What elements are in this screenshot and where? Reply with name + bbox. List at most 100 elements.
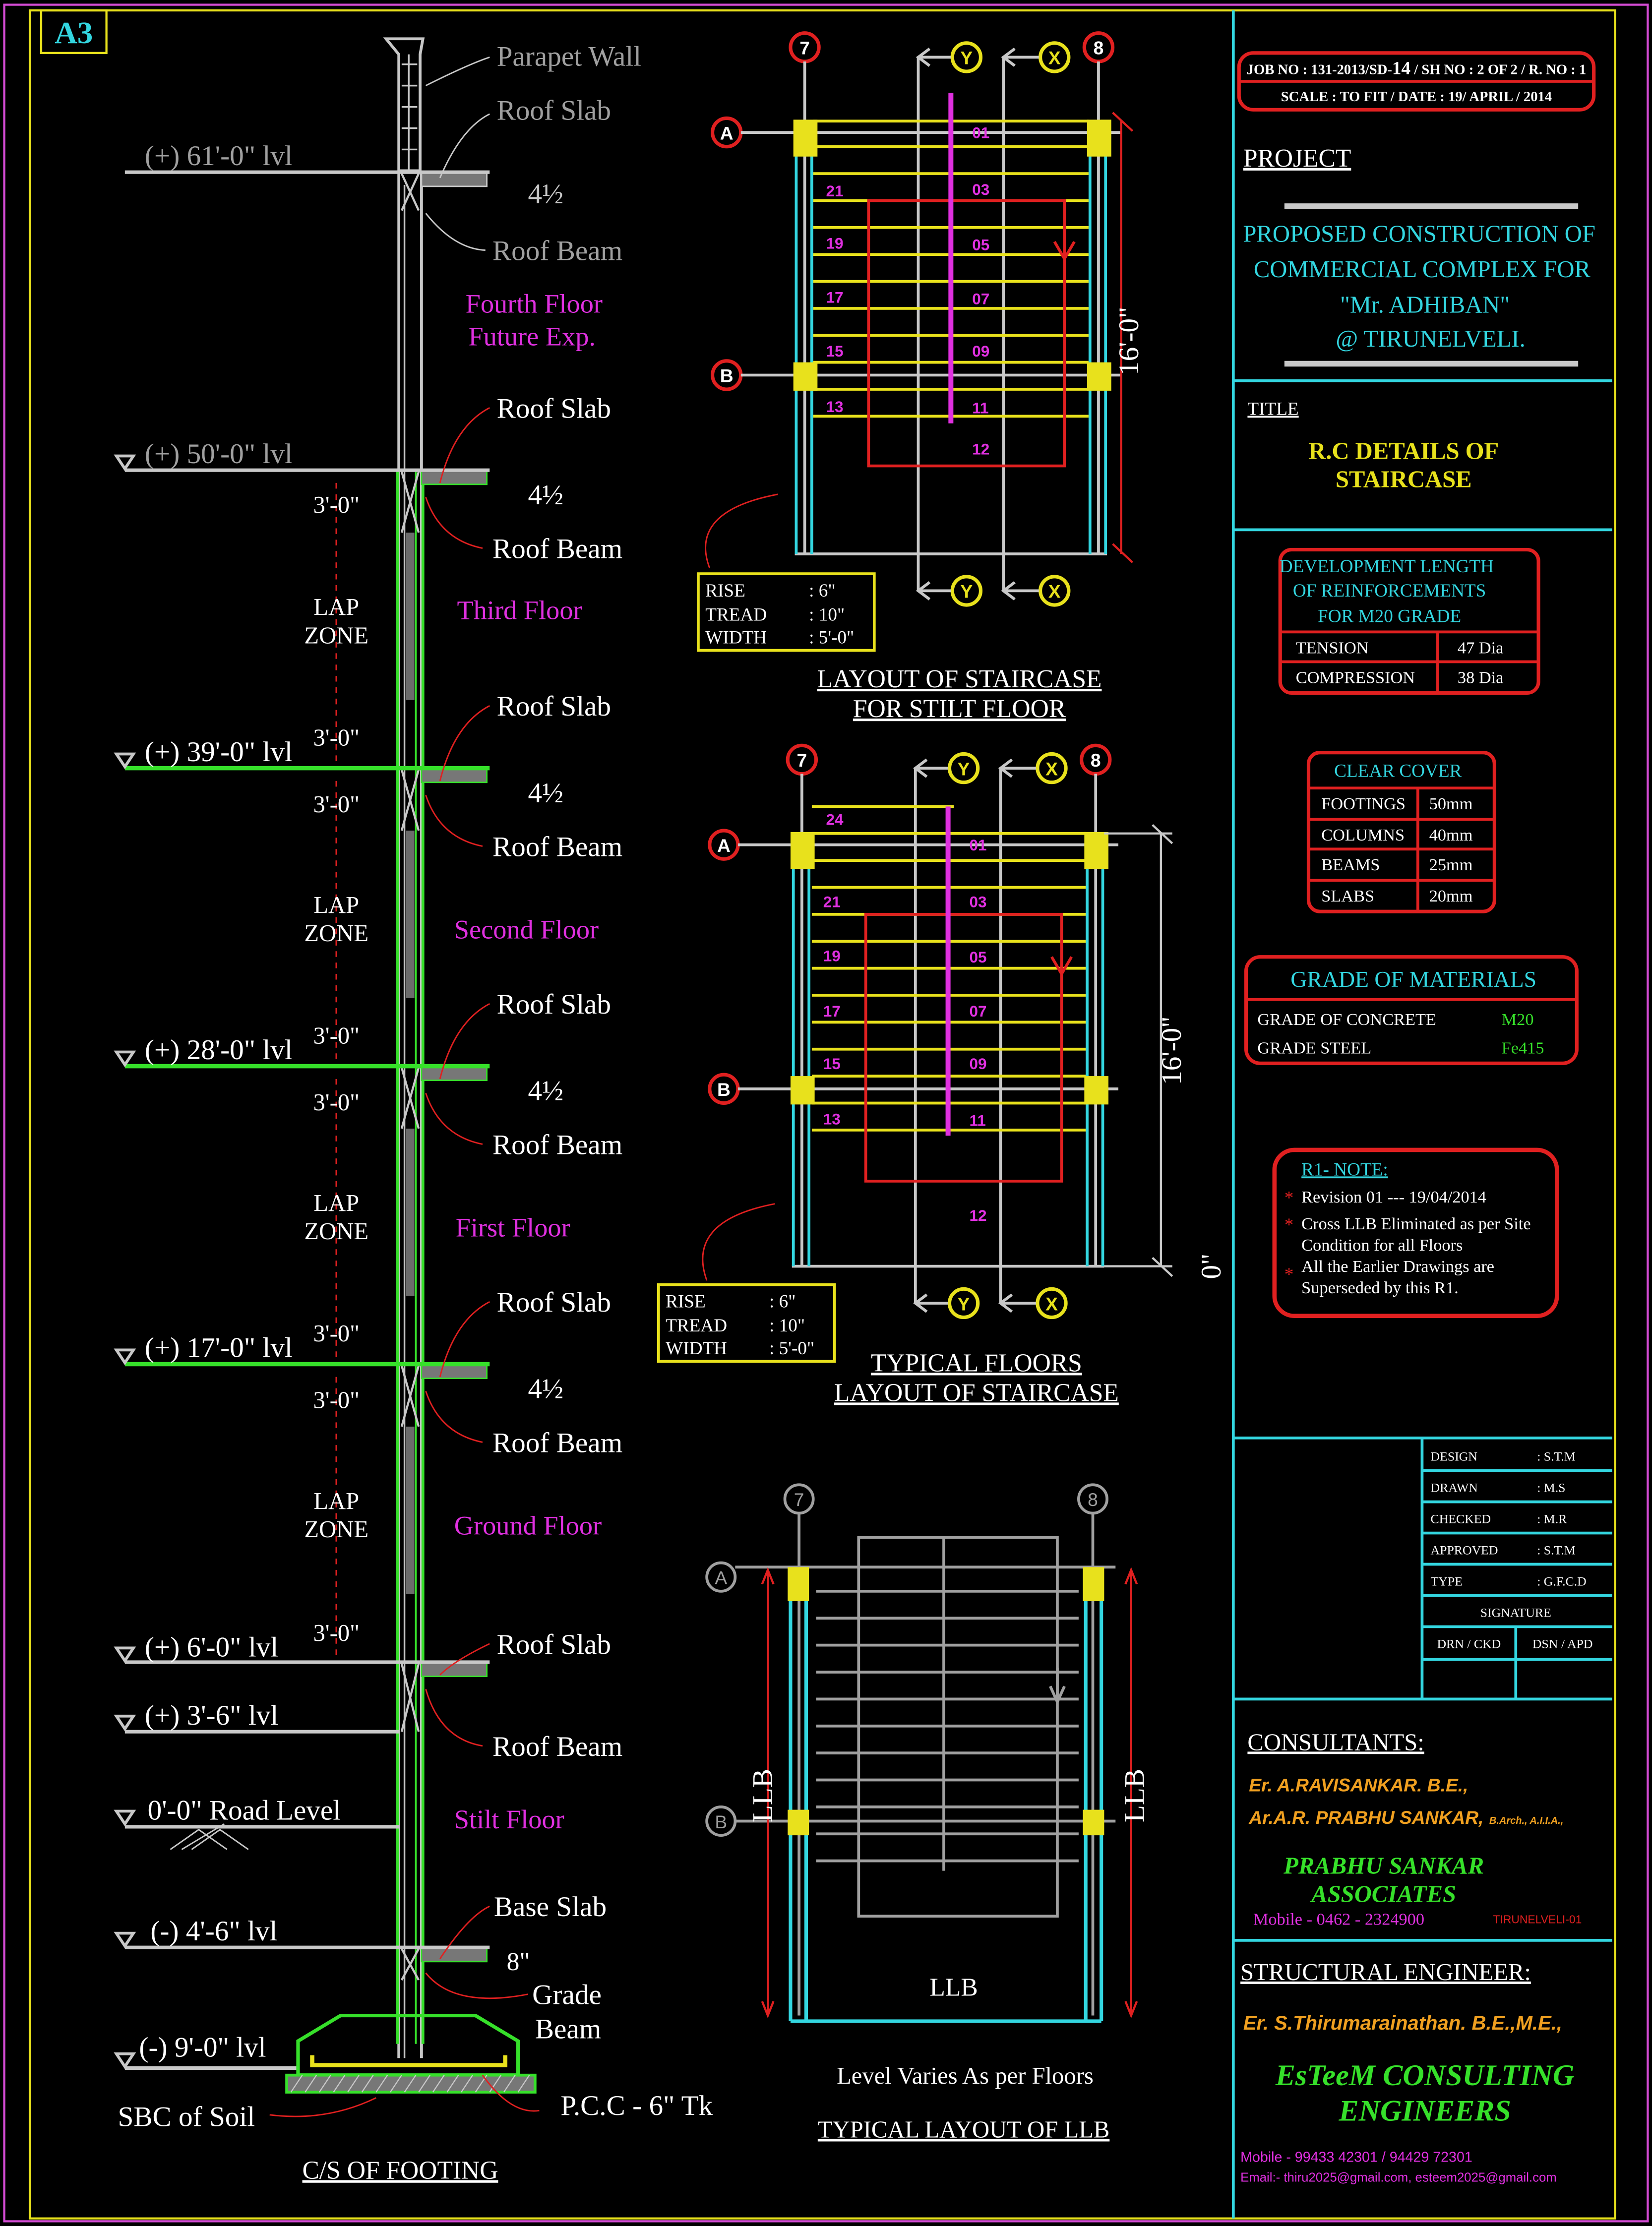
plan2-spec: RISE : 6" TREAD : 10" WIDTH : 5'-0" (666, 1292, 814, 1359)
project-line: COMMERCIAL COMPLEX FOR (1254, 256, 1591, 283)
step-label: 05 (972, 237, 989, 254)
step-label: 09 (972, 343, 989, 360)
grid-label: X (1048, 48, 1061, 68)
cover-value: 25mm (1429, 855, 1473, 874)
grid-label: B (715, 1811, 727, 1832)
step-label: 15 (826, 343, 844, 360)
roof-slab-label: Roof Slab (497, 1287, 611, 1318)
step-label: 17 (823, 1003, 841, 1020)
grade-label: Grade (532, 1980, 602, 2011)
design-value: : M.S (1537, 1481, 1565, 1495)
step-label: 07 (972, 290, 989, 307)
roof-beam-label: Roof Beam (492, 1427, 622, 1458)
base-slab-label: Base Slab (494, 1891, 607, 1923)
step-label: 11 (970, 1112, 986, 1129)
step-label: 03 (972, 181, 989, 198)
tread-key: TREAD (705, 604, 767, 625)
grid-label: Y (960, 48, 973, 68)
grid-label: 7 (799, 38, 810, 59)
design-key: APPROVED (1431, 1543, 1498, 1557)
lap-length: 3'-0" (313, 1089, 360, 1116)
step-label: 11 (972, 400, 988, 417)
svg-text:Ar.A.R. PRABHU SANKAR,B.Arch.,: Ar.A.R. PRABHU SANKAR,B.Arch., A.I.I.A., (1248, 1807, 1563, 1828)
cover-key: COLUMNS (1321, 826, 1405, 844)
note-line: All the Earlier Drawings are (1301, 1257, 1494, 1276)
title-heading: TITLE (1247, 399, 1298, 420)
width-value: : 5'-0" (769, 1338, 814, 1359)
dev-key: COMPRESSION (1296, 668, 1415, 687)
level-label: (+) 39'-0" lvl (145, 736, 293, 768)
dev-title: FOR M20 GRADE (1318, 606, 1461, 626)
dev-key: TENSION (1296, 638, 1369, 657)
grid-label: A (717, 835, 731, 856)
cover-title: CLEAR COVER (1334, 761, 1462, 781)
consultants-heading: CONSULTANTS: (1247, 1729, 1424, 1755)
cover-key: BEAMS (1321, 855, 1380, 874)
scale-date: SCALE : TO FIT / DATE : 19/ APRIL / 2014 (1281, 89, 1552, 105)
step-label: 01 (970, 837, 987, 854)
step-label: 13 (823, 1110, 841, 1128)
tread-value: : 10" (769, 1316, 805, 1336)
lap-label: LAP (313, 594, 359, 620)
llb-dim-label: LLB (747, 1769, 779, 1822)
width-value: : 5'-0" (809, 627, 854, 648)
firm-name: PRABHU SANKAR (1283, 1852, 1484, 1879)
slab-thk: 4½ (528, 1076, 564, 1107)
lap-length: 3'-0" (313, 1387, 360, 1414)
lap-length: 3'-0" (313, 1620, 360, 1646)
firm-mobile: Mobile - 0462 - 2324900 (1253, 1910, 1424, 1928)
floor-label: Ground Floor (454, 1510, 602, 1540)
project-line: @ TIRUNELVELI. (1336, 325, 1525, 352)
lap-length: 3'-0" (313, 1320, 360, 1347)
step-label: 19 (823, 947, 841, 964)
slab-thk: 4½ (528, 778, 564, 809)
drawing-title: R.C DETAILS OF (1308, 437, 1499, 464)
job-number: 14 (1392, 59, 1410, 79)
grade-value: M20 (1502, 1010, 1534, 1029)
plan2-dim: 16'-0" (1156, 1016, 1187, 1085)
floor-label: Second Floor (454, 915, 599, 945)
level-label: (+) 3'-6" lvl (145, 1700, 278, 1731)
slab-thk: 4½ (528, 179, 564, 210)
roof-slab-label: Roof Slab (497, 1629, 611, 1660)
grid-label: 8 (1091, 750, 1101, 771)
grid-label: B (720, 365, 734, 386)
rise-key: RISE (666, 1292, 706, 1312)
grid-label: 7 (794, 1489, 804, 1510)
llb-note: Level Varies As per Floors (837, 2062, 1094, 2089)
cover-value: 50mm (1429, 794, 1473, 813)
engineer-firm: ENGINEERS (1339, 2094, 1511, 2127)
consultant-name: Er. A.RAVISANKAR. B.E., (1249, 1774, 1468, 1795)
level-label: (+) 6'-0" lvl (145, 1632, 278, 1663)
lap-length: 3'-0" (313, 491, 360, 518)
design-key: CHECKED (1431, 1512, 1491, 1526)
step-label: 19 (826, 235, 844, 252)
stair-plan-stilt (705, 31, 1134, 607)
grade-value: Fe415 (1502, 1038, 1544, 1057)
section-labels: Parapet Wall Roof Slab Roof Beam 4½ Roof… (118, 41, 713, 2185)
dev-title: OF REINFORCEMENTS (1293, 581, 1486, 601)
lap-label: LAP (313, 892, 359, 918)
step-label: 05 (970, 949, 987, 966)
grade-key: GRADE STEEL (1257, 1038, 1371, 1057)
step-label: 09 (970, 1055, 987, 1073)
rise-value: : 6" (769, 1292, 795, 1312)
floor-label: Fourth Floor (466, 289, 603, 319)
column-section (114, 37, 540, 2117)
plan2-grid-labels: 7 8 A B Y X Y X (717, 750, 1101, 1314)
grid-label: A (715, 1567, 727, 1588)
svg-text:JOB NO : 131-2013/SD-14 / SH N: JOB NO : 131-2013/SD-14 / SH NO : 2 OF 2… (1247, 59, 1587, 79)
project-heading: PROJECT (1243, 144, 1351, 173)
lap-label: LAP (313, 1488, 359, 1514)
title-block-text: JOB NO : 131-2013/SD-14 / SH NO : 2 OF 2… (1240, 59, 1595, 2185)
step-label: 12 (972, 441, 989, 458)
plan1-spec: RISE : 6" TREAD : 10" WIDTH : 5'-0" (705, 581, 854, 648)
level-label: 0'-0" Road Level (148, 1795, 341, 1826)
sbc-label: SBC of Soil (118, 2102, 255, 2133)
llb-dim-label: LLB (1119, 1769, 1151, 1822)
lap-length: 3'-0" (313, 1022, 360, 1049)
engineer-email: Email:- thiru2025@gmail.com, esteem2025@… (1240, 2170, 1557, 2184)
level-label: (+) 61'-0" lvl (145, 140, 293, 172)
step-label: 03 (970, 894, 987, 911)
grid-label: X (1045, 758, 1058, 779)
